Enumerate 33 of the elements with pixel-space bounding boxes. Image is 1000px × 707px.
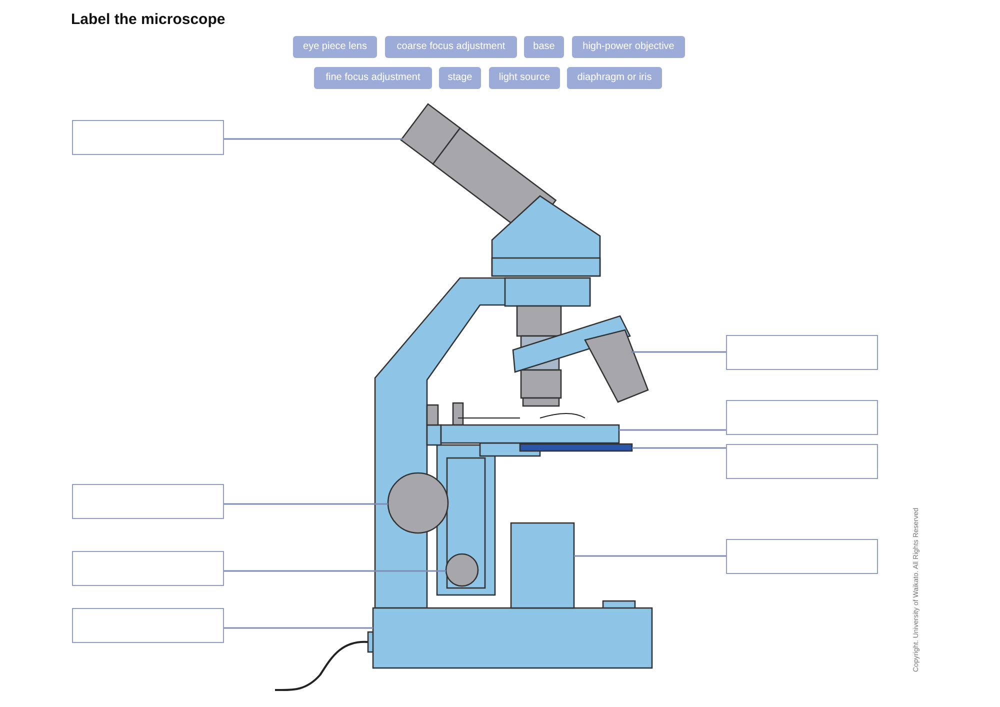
leader-line: [224, 627, 373, 629]
leader-line: [224, 570, 446, 572]
leader-line: [632, 447, 726, 449]
word-tile: diaphragm or iris: [567, 67, 662, 89]
word-tile: eye piece lens: [293, 36, 377, 58]
leader-line: [224, 138, 403, 140]
eyepiece: [400, 103, 461, 165]
word-tile: stage: [439, 67, 481, 89]
word-tile: base: [524, 36, 564, 58]
worksheet-title: Label the microscope: [71, 11, 226, 28]
answer-box: [726, 444, 878, 479]
word-tile: coarse focus adjustment: [385, 36, 517, 58]
microscope-stage: [440, 424, 620, 444]
microscope-base: [372, 607, 653, 669]
answer-box: [726, 539, 878, 574]
leader-line: [574, 555, 726, 557]
answer-box: [72, 608, 224, 643]
coarse-focus-knob: [387, 472, 449, 534]
leader-line: [631, 351, 726, 353]
fine-focus-knob: [445, 553, 479, 587]
diaphragm-plate: [519, 443, 633, 452]
answer-box: [726, 400, 878, 435]
word-tile: light source: [489, 67, 560, 89]
answer-box: [726, 335, 878, 370]
answer-box: [72, 551, 224, 586]
answer-box: [72, 484, 224, 519]
leader-line: [224, 503, 388, 505]
objective-lens: [584, 329, 649, 403]
light-source-housing: [510, 522, 575, 609]
word-tile: high-power objective: [572, 36, 685, 58]
word-tile: fine focus adjustment: [314, 67, 432, 89]
leader-line: [619, 429, 726, 431]
answer-box: [72, 120, 224, 155]
